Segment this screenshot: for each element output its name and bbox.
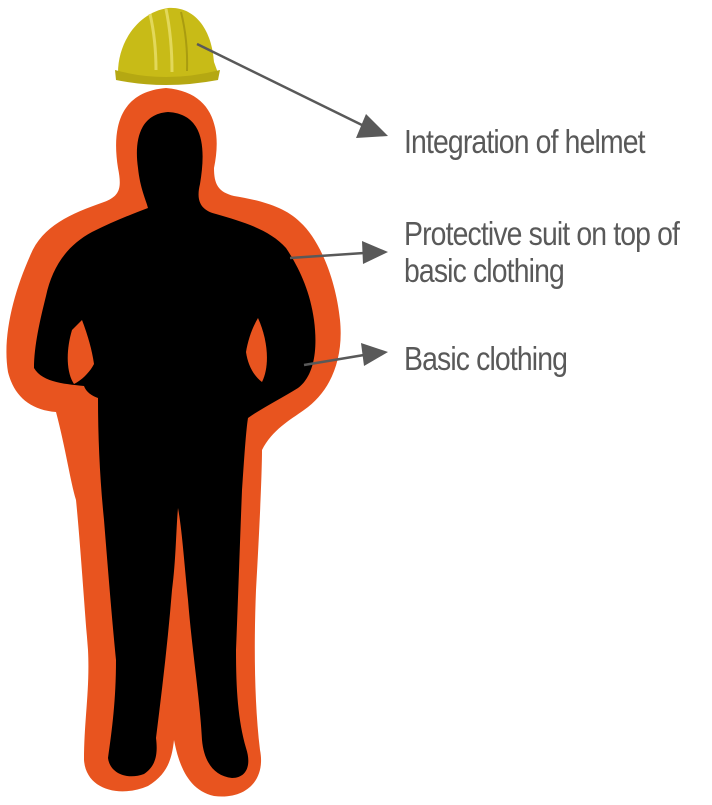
label-helmet: Integration of helmet xyxy=(404,123,645,160)
label-suit-line2: basic clothing xyxy=(404,252,679,289)
label-basic-clothing: Basic clothing xyxy=(404,340,567,377)
label-protective-suit: Protective suit on top of basic clothing xyxy=(404,215,679,289)
arrow-helmet xyxy=(197,44,388,138)
label-suit-line1: Protective suit on top of xyxy=(404,215,679,252)
